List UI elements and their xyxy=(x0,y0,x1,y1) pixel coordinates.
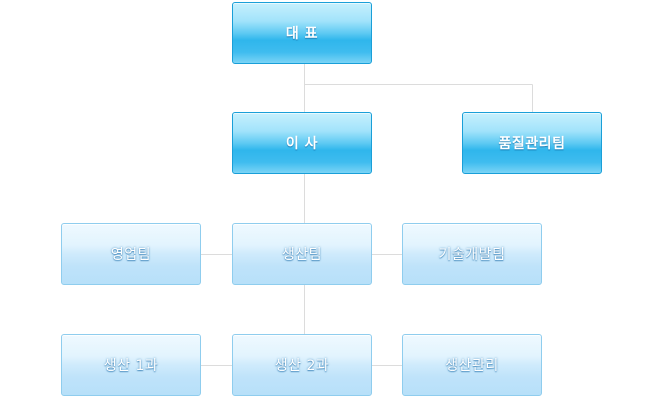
node-quality-team: 품질관리팀 xyxy=(462,112,602,174)
node-director: 이 사 xyxy=(232,112,372,174)
node-production-team: 생산팀 xyxy=(232,223,372,285)
node-rnd-team-label: 기술개발팀 xyxy=(438,247,506,263)
node-production-2: 생산 2과 xyxy=(232,334,372,396)
node-sales-team-label: 영업팀 xyxy=(110,247,152,263)
node-ceo: 대 표 xyxy=(232,2,372,64)
node-production-1: 생산 1과 xyxy=(61,334,201,396)
node-ceo-label: 대 표 xyxy=(285,26,319,42)
node-production-mgmt-label: 생산관리 xyxy=(445,358,499,374)
node-quality-team-label: 품질관리팀 xyxy=(498,136,566,152)
node-production-mgmt: 생산관리 xyxy=(402,334,542,396)
node-rnd-team: 기술개발팀 xyxy=(402,223,542,285)
node-sales-team: 영업팀 xyxy=(61,223,201,285)
node-production-2-label: 생산 2과 xyxy=(274,358,330,374)
node-production-team-label: 생산팀 xyxy=(281,247,323,263)
node-production-1-label: 생산 1과 xyxy=(103,358,159,374)
node-director-label: 이 사 xyxy=(285,136,319,152)
